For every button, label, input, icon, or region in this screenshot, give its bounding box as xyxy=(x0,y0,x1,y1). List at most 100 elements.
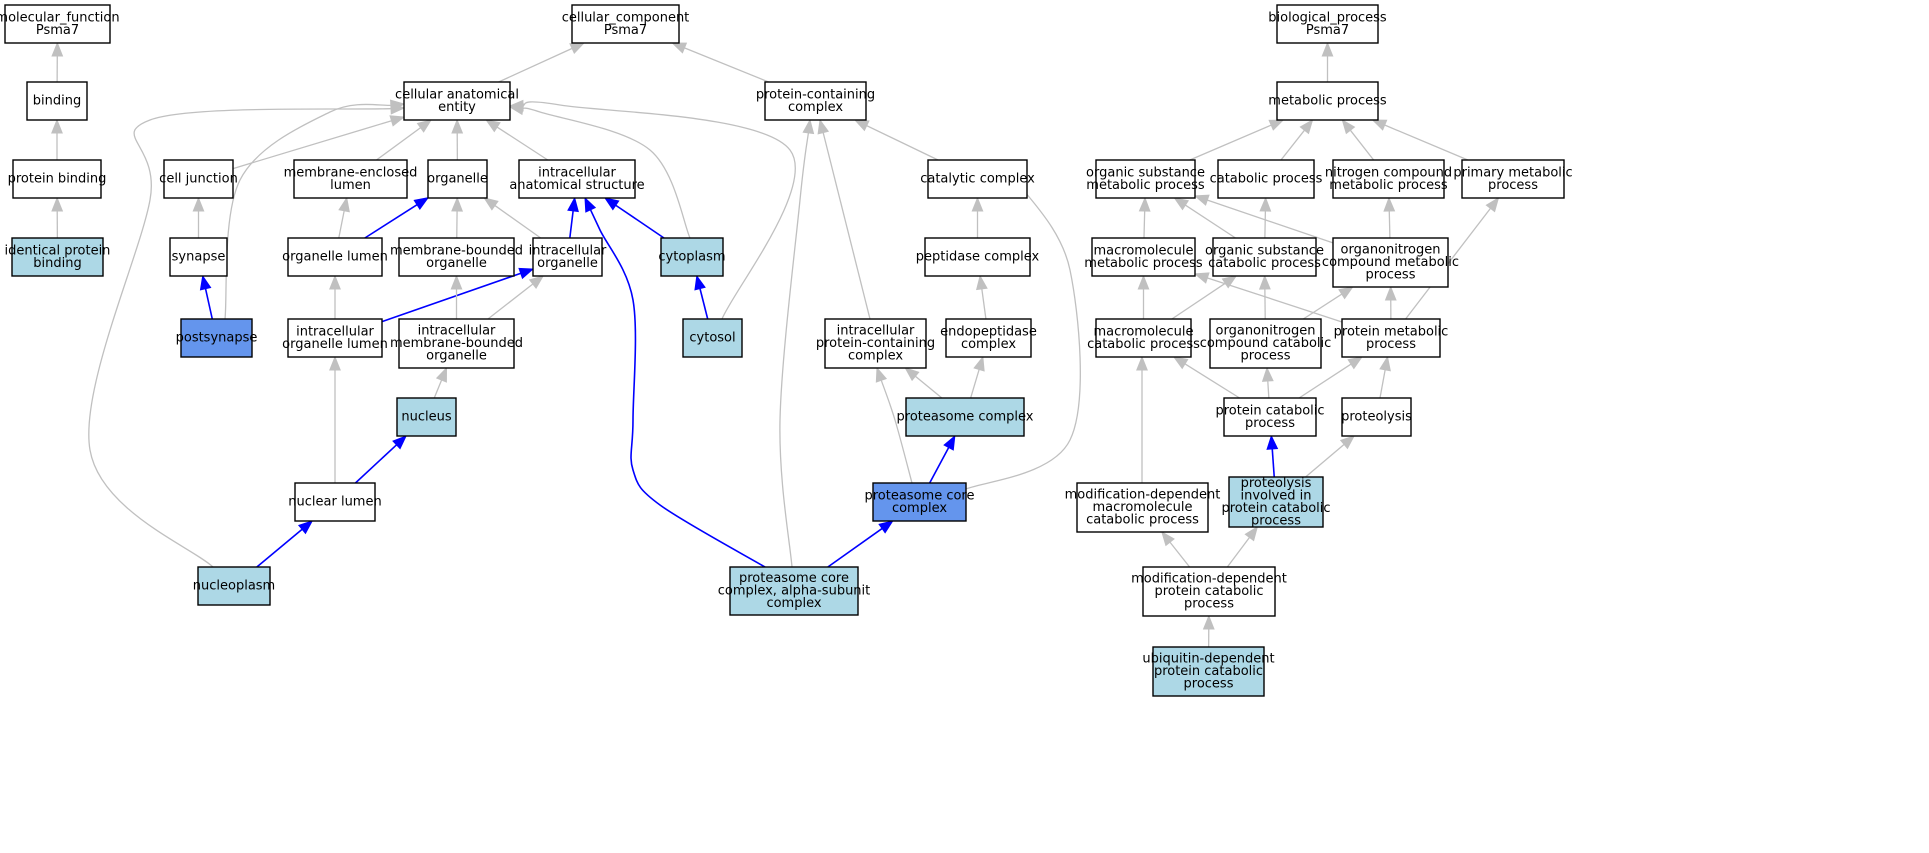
node-mdmcp[interactable]: modification-dependentmacromoleculecatab… xyxy=(1065,482,1221,533)
node-label: organelle xyxy=(426,349,487,364)
node-nucleus[interactable]: nucleus xyxy=(396,397,457,437)
node-label: catalytic complex xyxy=(920,172,1035,187)
node-label: metabolic process xyxy=(1086,178,1205,193)
edge-intorg-to-organelle xyxy=(483,197,542,239)
node-label: protein-containing xyxy=(756,87,875,102)
node-cytoplasm[interactable]: cytoplasm xyxy=(658,237,726,277)
node-label: protein binding xyxy=(8,172,107,187)
edge-protmp-to-mmp xyxy=(1193,272,1343,323)
node-orglumen[interactable]: organelle lumen xyxy=(282,237,388,277)
node-celljunc[interactable]: cell junction xyxy=(159,159,238,199)
edge-postsynapse-to-cae xyxy=(224,99,406,320)
node-label: Psma7 xyxy=(1306,23,1349,38)
node-label: cellular anatomical xyxy=(395,87,519,102)
node-pepcomplex[interactable]: peptidase complex xyxy=(916,237,1040,277)
node-box xyxy=(1341,318,1441,358)
node-box xyxy=(398,237,515,277)
edge-oncmp-to-ncmp xyxy=(1383,196,1396,239)
edge-binding-to-mf xyxy=(51,41,64,83)
edge-udpcp-to-mdpcp xyxy=(1202,614,1215,648)
node-box xyxy=(1152,646,1265,697)
edge-synapse-to-celljunc xyxy=(192,196,205,238)
edge-mdpcp-to-mdmcp xyxy=(1161,530,1191,568)
node-label: intracellular xyxy=(418,324,496,339)
node-metab[interactable]: metabolic process xyxy=(1268,81,1387,121)
node-nuclumen[interactable]: nuclear lumen xyxy=(288,482,382,522)
edge-mdmcp-to-mcp xyxy=(1136,355,1148,483)
node-box xyxy=(1076,482,1209,533)
node-label: process xyxy=(1366,268,1416,283)
node-box xyxy=(945,318,1032,358)
node-catcomplex[interactable]: catalytic complex xyxy=(920,159,1035,199)
node-label: process xyxy=(1184,597,1234,612)
node-binding[interactable]: binding xyxy=(26,81,88,121)
edge-mbo-to-organelle xyxy=(451,196,464,239)
node-label: complex xyxy=(788,100,843,115)
node-protbind[interactable]: protein binding xyxy=(8,159,107,199)
edge-nucleoplasm-to-nuclumen xyxy=(256,520,314,568)
node-label: involved in xyxy=(1240,488,1311,503)
node-box xyxy=(660,237,724,277)
edge-mcp-to-mmp xyxy=(1137,274,1150,319)
node-label: protein catabolic xyxy=(1154,584,1263,599)
node-label: nuclear lumen xyxy=(288,495,381,510)
node-synapse[interactable]: synapse xyxy=(169,237,228,277)
node-label: macromolecule xyxy=(1093,324,1193,339)
edge-nuclumen-to-nucleus xyxy=(354,435,408,484)
node-box xyxy=(180,318,253,358)
edge-pmp-to-metab xyxy=(1371,119,1469,161)
node-organelle[interactable]: organelle xyxy=(427,159,488,199)
node-label: synapse xyxy=(172,250,226,265)
edge-cae-to-cc xyxy=(498,42,586,83)
node-box xyxy=(1095,318,1192,358)
node-nucleoplasm[interactable]: nucleoplasm xyxy=(193,566,275,606)
node-box xyxy=(287,318,383,358)
node-cytosol[interactable]: cytosol xyxy=(682,318,743,358)
node-proteasome[interactable]: proteasome complex xyxy=(897,397,1034,437)
node-label: postsynapse xyxy=(176,331,258,346)
edge-melumen-to-cae xyxy=(376,119,433,161)
node-label: organelle xyxy=(427,172,488,187)
node-box xyxy=(1276,4,1379,44)
edge-mdpcp-to-pipcp xyxy=(1226,525,1259,568)
node-catab[interactable]: catabolic process xyxy=(1210,159,1323,199)
node-proteolysis[interactable]: proteolysis xyxy=(1341,397,1412,437)
node-label: peptidase complex xyxy=(916,250,1040,265)
edge-organelle-to-cae xyxy=(451,118,464,161)
node-box xyxy=(1332,159,1445,199)
edge-onccp-to-oncmp xyxy=(1302,286,1354,320)
node-label: organonitrogen xyxy=(1216,324,1316,339)
node-box xyxy=(427,159,488,199)
edge-nucleus-to-imbo xyxy=(433,366,448,399)
node-postsynapse[interactable]: postsynapse xyxy=(176,318,258,358)
